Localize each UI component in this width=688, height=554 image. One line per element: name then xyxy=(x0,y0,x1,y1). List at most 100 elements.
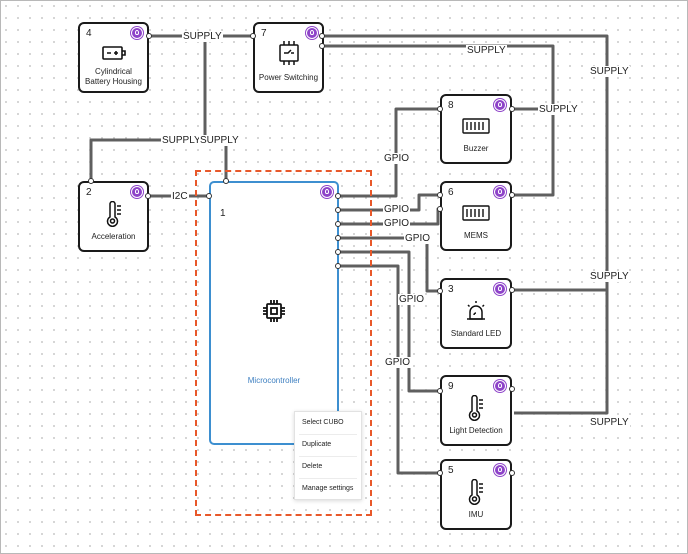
wire-label-gpio: GPIO xyxy=(383,218,411,229)
node-name: Acceleration xyxy=(91,232,136,241)
chip-icon xyxy=(462,205,490,221)
node-light-detection[interactable]: 9 Light Detection xyxy=(440,375,512,446)
power-switch-icon xyxy=(278,41,299,65)
node-acceleration[interactable]: 2 Acceleration xyxy=(78,181,149,252)
node-name: MEMS xyxy=(464,231,488,240)
port-accel-i2c[interactable] xyxy=(145,193,151,199)
port-accel-supply[interactable] xyxy=(88,178,94,184)
node-name: Light Detection xyxy=(449,426,503,435)
thermometer-icon xyxy=(106,201,121,227)
menu-item-manage-settings[interactable]: Manage settings xyxy=(302,485,354,492)
port-buzzer-gpio[interactable] xyxy=(437,106,443,112)
node-name: Microcontroller xyxy=(247,376,301,385)
port-led-gpio[interactable] xyxy=(437,288,443,294)
node-number: 5 xyxy=(448,465,454,476)
lightbulb-icon[interactable] xyxy=(306,27,318,39)
menu-divider xyxy=(299,478,357,479)
alarm-light-icon xyxy=(467,301,485,320)
lightbulb-icon[interactable] xyxy=(494,464,506,476)
selection-outline xyxy=(195,170,372,516)
wire-label-supply: SUPPLY xyxy=(182,31,223,42)
wire-power-right-column xyxy=(322,34,609,415)
wire-gpio-buzzer xyxy=(338,107,440,198)
menu-item-delete[interactable]: Delete xyxy=(302,463,323,470)
node-name: IMU xyxy=(468,510,484,519)
port-imu-gpio[interactable] xyxy=(437,470,443,476)
context-menu: Select CUBO Duplicate Delete Manage sett… xyxy=(294,411,362,500)
wire-power-supply-bus xyxy=(89,36,207,181)
wire-label-gpio: GPIO xyxy=(384,357,412,368)
port-power-out-1[interactable] xyxy=(319,33,325,39)
node-number: 8 xyxy=(448,100,454,111)
thermometer-icon xyxy=(468,395,483,421)
node-buzzer[interactable]: 8 Buzzer xyxy=(440,94,512,164)
menu-item-select-cubo[interactable]: Select CUBO xyxy=(302,419,344,426)
port-imu-supply[interactable] xyxy=(509,470,515,476)
lightbulb-icon[interactable] xyxy=(494,99,506,111)
lightbulb-icon[interactable] xyxy=(131,27,143,39)
wire-label-gpio: GPIO xyxy=(383,153,411,164)
wire-gpio-led xyxy=(338,236,440,293)
port-light-gpio[interactable] xyxy=(437,388,443,394)
port-mems-gpio-2[interactable] xyxy=(437,206,443,212)
cpu-icon xyxy=(263,300,285,322)
port-battery-out[interactable] xyxy=(146,33,152,39)
port-power-out-2[interactable] xyxy=(319,43,325,49)
lightbulb-icon[interactable] xyxy=(321,186,333,198)
port-mc-gpio-5[interactable] xyxy=(335,249,341,255)
wire-label-i2c: I2C xyxy=(171,191,189,202)
port-mc-supply[interactable] xyxy=(223,178,229,184)
wire-label-supply: SUPPLY xyxy=(161,135,202,146)
node-name: Buzzer xyxy=(463,144,489,153)
wire-gpio-mems-1 xyxy=(338,193,440,212)
lightbulb-icon[interactable] xyxy=(494,380,506,392)
wire-label-supply: SUPPLY xyxy=(199,135,240,146)
port-power-in[interactable] xyxy=(250,33,256,39)
lightbulb-icon[interactable] xyxy=(494,283,506,295)
wire-gpio-light xyxy=(338,250,440,393)
node-number: 4 xyxy=(86,28,92,39)
thermometer-icon xyxy=(468,479,483,505)
port-mc-gpio-4[interactable] xyxy=(335,235,341,241)
lightbulb-icon[interactable] xyxy=(131,186,143,198)
port-led-supply[interactable] xyxy=(509,287,515,293)
node-name: Cylindrical Battery Housing xyxy=(85,67,142,86)
node-battery-housing[interactable]: 4 Cylindrical Battery Housing xyxy=(78,22,149,93)
wire-label-supply: SUPPLY xyxy=(589,271,630,282)
port-mc-i2c[interactable] xyxy=(206,193,212,199)
port-mc-gpio-3[interactable] xyxy=(335,221,341,227)
port-mems-gpio-1[interactable] xyxy=(437,192,443,198)
port-mc-gpio-2[interactable] xyxy=(335,207,341,213)
port-mc-gpio-1[interactable] xyxy=(335,193,341,199)
port-buzzer-supply[interactable] xyxy=(509,106,515,112)
node-imu[interactable]: 5 IMU xyxy=(440,459,512,530)
port-mems-supply[interactable] xyxy=(509,192,515,198)
menu-divider xyxy=(299,434,357,435)
wire-gpio-imu xyxy=(338,264,440,475)
node-number: 9 xyxy=(448,381,454,392)
battery-icon xyxy=(101,46,126,60)
node-power-switching[interactable]: 7 Power Switching xyxy=(253,22,324,93)
menu-item-duplicate[interactable]: Duplicate xyxy=(302,441,332,448)
wire-label-gpio: GPIO xyxy=(398,294,426,305)
wire-label-supply: SUPPLY xyxy=(589,66,630,77)
wire-power-buzzer xyxy=(322,44,555,111)
wire-label-supply: SUPPLY xyxy=(538,104,579,115)
node-number: 3 xyxy=(448,284,454,295)
node-name: Standard LED xyxy=(450,329,502,338)
menu-divider xyxy=(299,456,357,457)
wire-label-gpio: GPIO xyxy=(383,204,411,215)
wire-label-supply: SUPPLY xyxy=(466,45,507,56)
node-mems[interactable]: 6 MEMS xyxy=(440,181,512,251)
node-standard-led[interactable]: 3 Standard LED xyxy=(440,278,512,349)
node-microcontroller[interactable]: 1 Microcontroller xyxy=(209,181,339,445)
node-number: 7 xyxy=(261,28,267,39)
lightbulb-icon[interactable] xyxy=(494,186,506,198)
wire-label-supply: SUPPLY xyxy=(589,417,630,428)
wire-power-mems xyxy=(514,109,555,197)
port-light-supply[interactable] xyxy=(509,386,515,392)
port-mc-gpio-6[interactable] xyxy=(335,263,341,269)
wire-label-gpio: GPIO xyxy=(404,233,432,244)
node-number: 6 xyxy=(448,187,454,198)
